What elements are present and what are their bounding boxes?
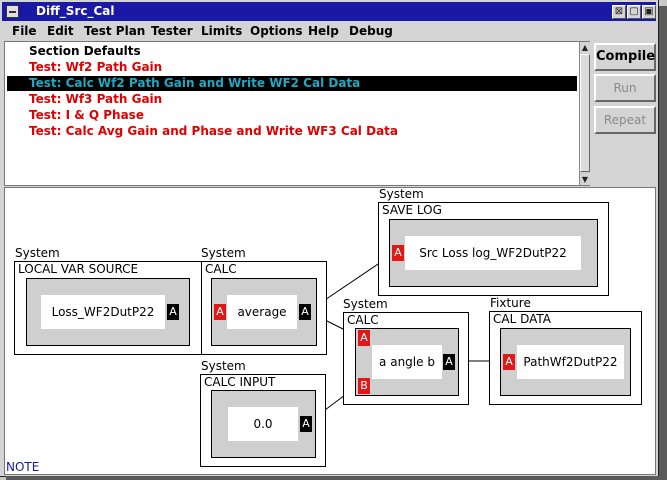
menu-options[interactable]: Options <box>250 24 303 38</box>
test-plan-list[interactable]: Section Defaults Test: Wf2 Path Gain Tes… <box>4 41 590 186</box>
list-scrollbar[interactable]: ▲ ▼ <box>579 42 590 185</box>
menu-file[interactable]: File <box>12 24 37 38</box>
list-item-test[interactable]: Test: I & Q Phase <box>29 108 144 122</box>
list-item-test-selected[interactable]: Test: Calc Wf2 Path Gain and Write WF2 C… <box>7 76 577 91</box>
block-body: A average A <box>211 278 317 346</box>
scroll-down-arrow-icon[interactable]: ▼ <box>580 174 590 185</box>
input-port-b[interactable]: B <box>358 378 370 394</box>
calc-angle-block[interactable]: CALC A B a angle b A <box>343 312 469 405</box>
output-port-a[interactable]: A <box>443 354 455 370</box>
flow-diagram-canvas[interactable]: System LOCAL VAR SOURCE Loss_WF2DutP22 A… <box>4 187 656 475</box>
output-port-a[interactable]: A <box>299 304 311 320</box>
block-value: average <box>227 295 297 329</box>
window-shadow <box>659 6 667 480</box>
block-value: Src Loss log_WF2DutP22 <box>405 236 581 270</box>
repeat-button[interactable]: Repeat <box>594 106 656 134</box>
group-label-system: System <box>379 187 424 201</box>
block-value: Loss_WF2DutP22 <box>41 295 165 329</box>
group-label-system: System <box>201 359 246 373</box>
block-title: CALC INPUT <box>204 375 276 389</box>
menu-bar: File Edit Test Plan Tester Limits Option… <box>2 22 656 40</box>
block-title: SAVE LOG <box>382 203 442 217</box>
window-title: Diff_Src_Cal <box>36 4 115 18</box>
calc-input-block[interactable]: CALC INPUT 0.0 A <box>200 374 326 467</box>
maximize-window-button[interactable]: ▣ <box>642 5 656 19</box>
window-shadow <box>6 476 667 480</box>
menu-debug[interactable]: Debug <box>349 24 393 38</box>
scroll-thumb[interactable] <box>580 54 590 172</box>
save-log-block[interactable]: SAVE LOG A Src Loss log_WF2DutP22 <box>378 202 609 296</box>
group-label-system: System <box>343 297 388 311</box>
close-window-button[interactable]: ⊠ <box>612 5 626 19</box>
list-item-section-defaults[interactable]: Section Defaults <box>29 44 141 58</box>
calc-average-block[interactable]: CALC A average A <box>201 261 327 355</box>
local-var-source-block[interactable]: LOCAL VAR SOURCE Loss_WF2DutP22 A <box>14 261 202 355</box>
output-port-a[interactable]: A <box>300 416 312 432</box>
menu-test-plan[interactable]: Test Plan <box>84 24 146 38</box>
group-label-fixture: Fixture <box>490 296 531 310</box>
input-port-a[interactable]: A <box>358 330 370 346</box>
block-title: CALC <box>347 313 379 327</box>
cal-data-block[interactable]: CAL DATA A PathWf2DutP22 <box>489 311 642 405</box>
list-item-test[interactable]: Test: Calc Avg Gain and Phase and Write … <box>29 124 398 138</box>
menu-help[interactable]: Help <box>308 24 339 38</box>
block-body: Loss_WF2DutP22 A <box>26 278 190 346</box>
menu-limits[interactable]: Limits <box>201 24 243 38</box>
block-value: a angle b <box>372 345 442 379</box>
block-body: A PathWf2DutP22 <box>500 328 631 396</box>
block-body: A Src Loss log_WF2DutP22 <box>389 219 598 287</box>
menu-edit[interactable]: Edit <box>47 24 74 38</box>
window-menu-icon[interactable] <box>6 5 19 18</box>
list-item-test[interactable]: Test: Wf2 Path Gain <box>29 60 163 74</box>
run-button[interactable]: Run <box>594 74 656 102</box>
minimize-window-button[interactable]: ▢ <box>627 5 641 19</box>
block-title: LOCAL VAR SOURCE <box>18 262 139 276</box>
block-value: 0.0 <box>228 407 298 441</box>
group-label-system: System <box>15 246 60 260</box>
menu-tester[interactable]: Tester <box>151 24 193 38</box>
scroll-up-arrow-icon[interactable]: ▲ <box>580 42 590 53</box>
compile-button[interactable]: Compile <box>594 43 656 71</box>
block-title: CAL DATA <box>493 312 552 326</box>
input-port-a[interactable]: A <box>214 304 226 320</box>
block-body: 0.0 A <box>211 390 316 458</box>
block-value: PathWf2DutP22 <box>517 345 624 379</box>
block-title: CALC <box>205 262 237 276</box>
input-port-a[interactable]: A <box>392 245 404 261</box>
note-label: NOTE <box>6 460 40 474</box>
input-port-a[interactable]: A <box>503 354 515 370</box>
list-item-test[interactable]: Test: Wf3 Path Gain <box>29 92 163 106</box>
output-port-a[interactable]: A <box>167 304 179 320</box>
title-bar[interactable]: Diff_Src_Cal ⊠ ▢ ▣ <box>2 2 656 21</box>
block-body: A B a angle b A <box>355 328 459 396</box>
group-label-system: System <box>201 246 246 260</box>
